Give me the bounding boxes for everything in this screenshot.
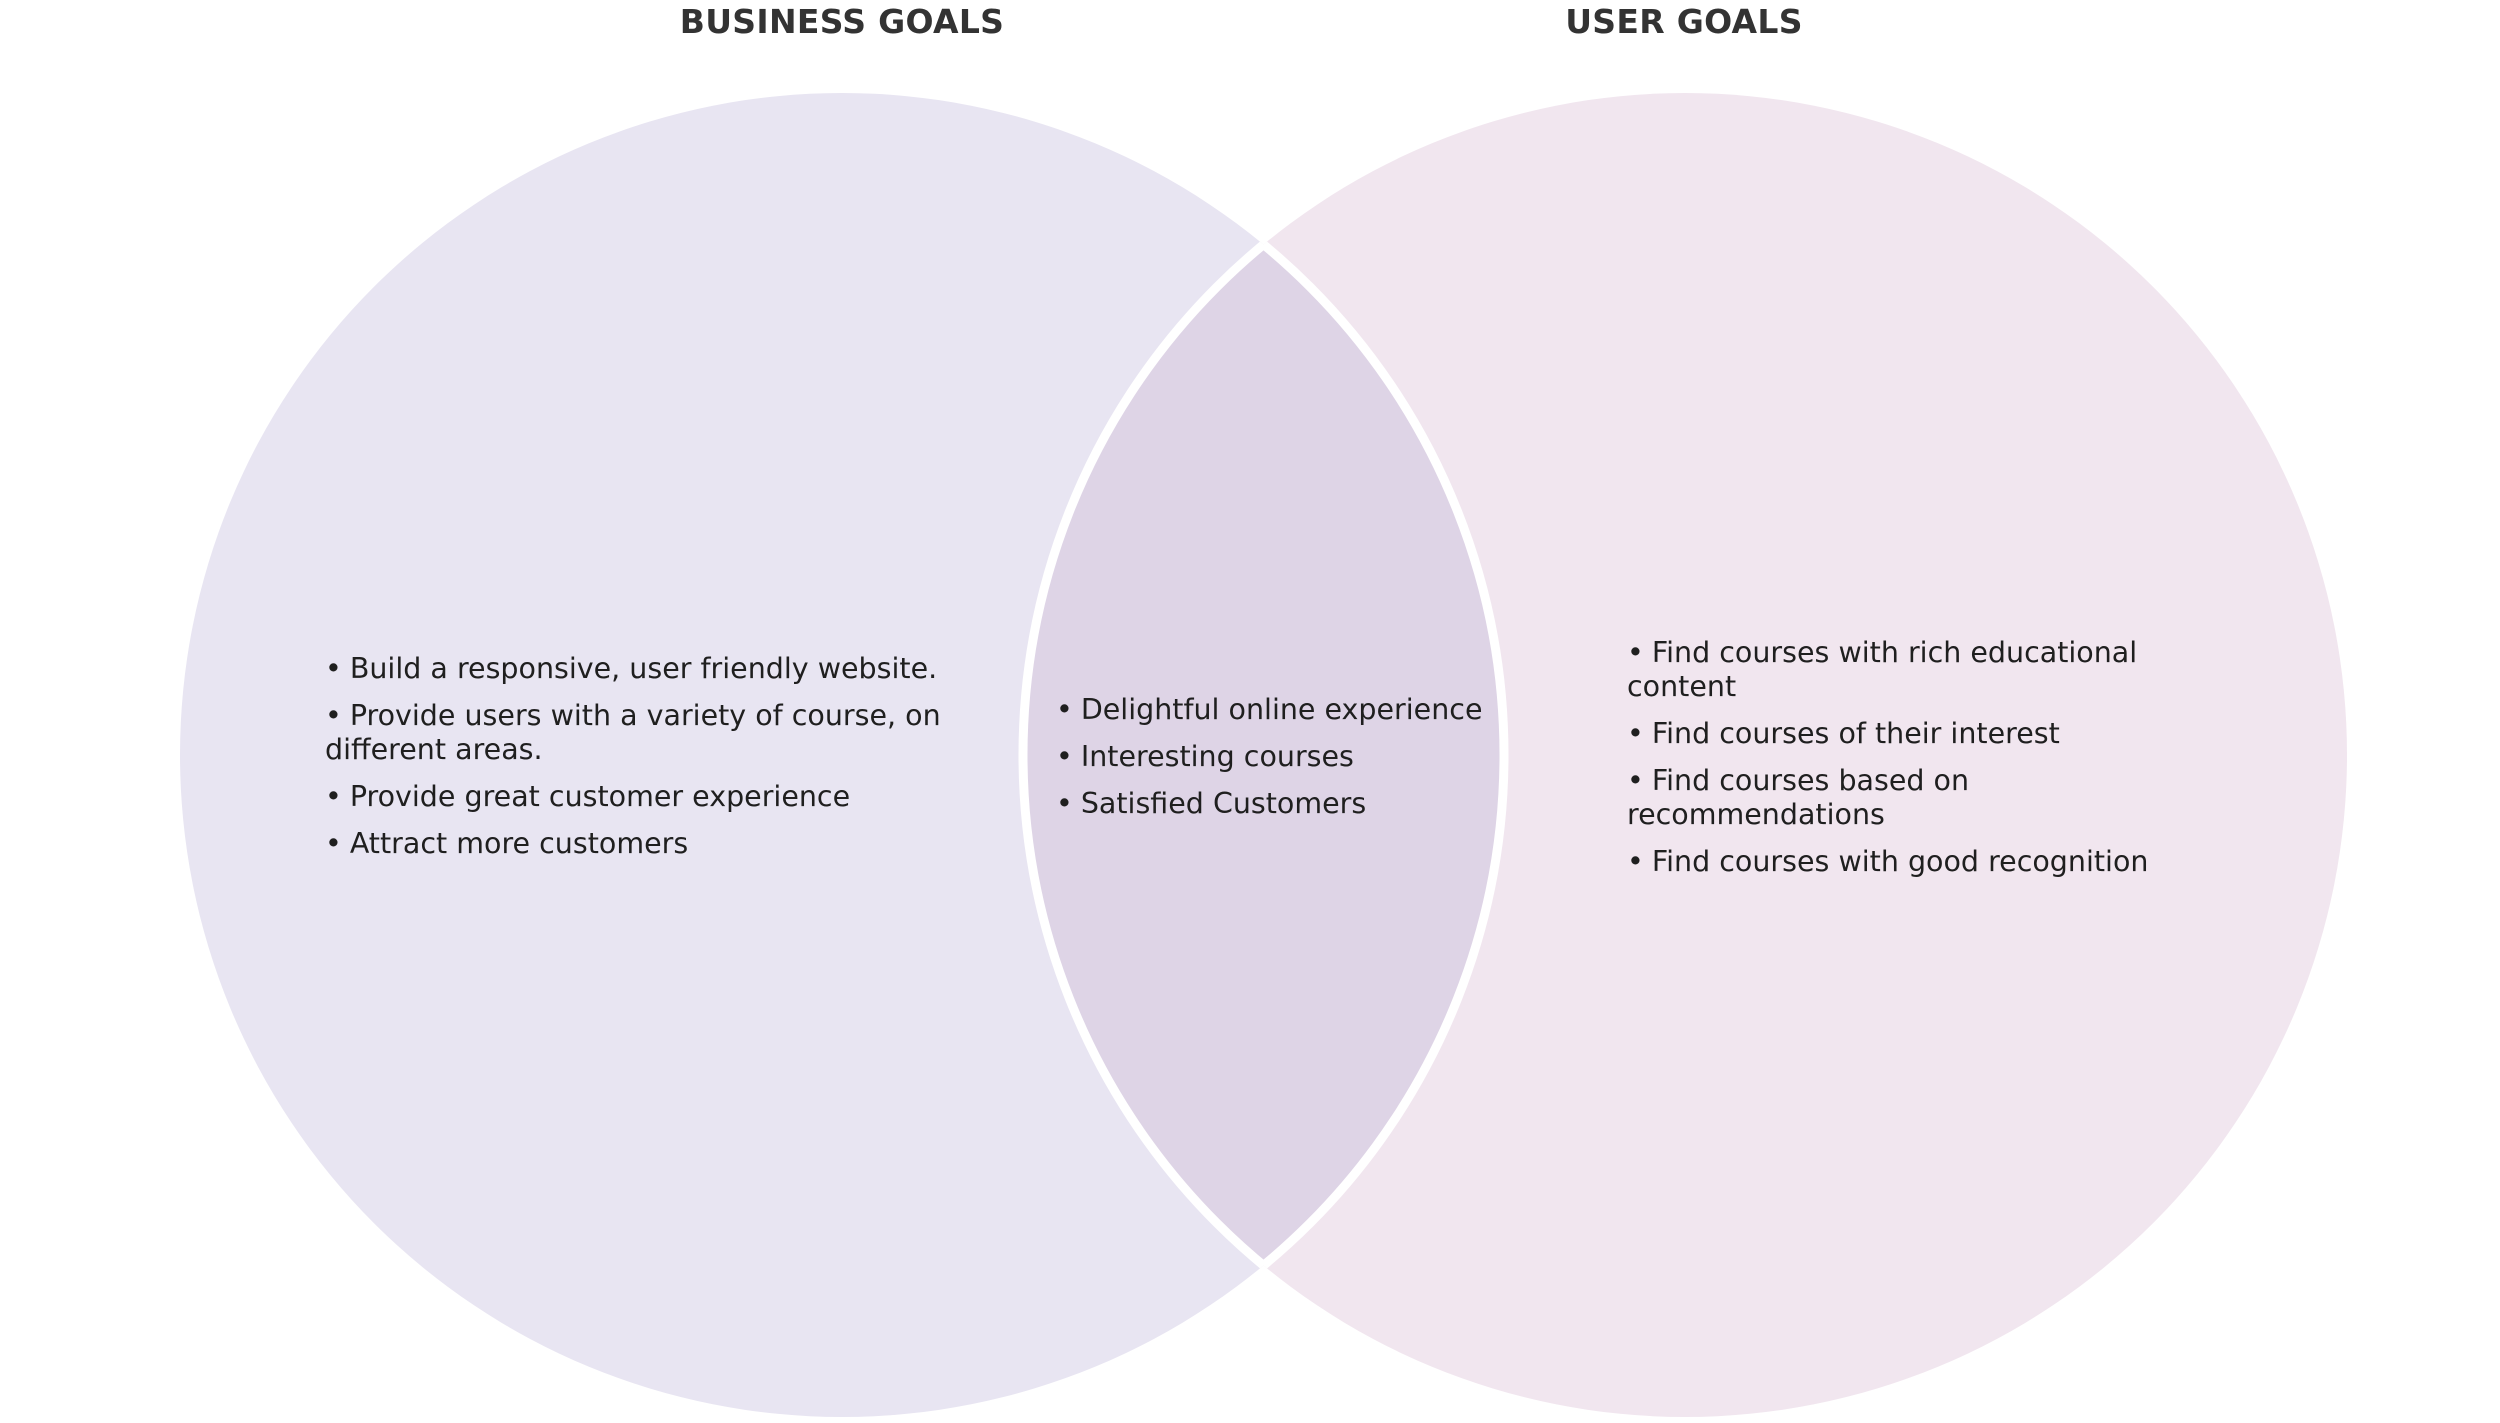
- business-circle-outline: [1023, 93, 1509, 1417]
- business-goal-text: Build a responsive, user friendly websit…: [349, 652, 938, 685]
- bullet-icon: •: [1627, 764, 1644, 797]
- user-goals-list: •Find courses with rich educational cont…: [1627, 636, 2187, 892]
- shared-goal-text: Satisfied Customers: [1080, 787, 1367, 820]
- list-item: •Interesting courses: [1056, 740, 1516, 774]
- list-item: •Find courses of their interest: [1627, 717, 2187, 751]
- list-item: •Find courses with rich educational cont…: [1627, 636, 2187, 704]
- bullet-icon: •: [1627, 636, 1644, 669]
- list-item: •Provide users with a variety of course,…: [325, 699, 965, 767]
- bullet-icon: •: [1627, 845, 1644, 878]
- list-item: •Build a responsive, user friendly websi…: [325, 652, 965, 686]
- shared-goal-text: Delightful online experience: [1080, 693, 1483, 726]
- bullet-icon: •: [1056, 787, 1073, 820]
- list-item: •Delightful online experience: [1056, 693, 1516, 727]
- business-goals-title: BUSINESS GOALS: [679, 2, 1005, 41]
- business-goals-list: •Build a responsive, user friendly websi…: [325, 652, 965, 874]
- user-goal-text: Find courses with rich educational conte…: [1627, 636, 2138, 703]
- bullet-icon: •: [1056, 740, 1073, 773]
- bullet-icon: •: [325, 780, 342, 813]
- list-item: •Provide great customer experience: [325, 780, 965, 814]
- list-item: •Find courses with good recognition: [1627, 845, 2187, 879]
- bullet-icon: •: [325, 827, 342, 860]
- bullet-icon: •: [325, 699, 342, 732]
- business-goal-text: Provide great customer experience: [349, 780, 851, 813]
- bullet-icon: •: [1056, 693, 1073, 726]
- bullet-icon: •: [1627, 717, 1644, 750]
- business-goal-text: Attract more customers: [349, 827, 689, 860]
- user-circle-outline: [1018, 93, 1504, 1417]
- overlap-region: [1023, 93, 1504, 1417]
- list-item: •Find courses based on recommendations: [1627, 764, 2187, 832]
- user-goal-text: Find courses with good recognition: [1651, 845, 2149, 878]
- user-goal-text: Find courses based on recommendations: [1627, 764, 1970, 831]
- user-goal-text: Find courses of their interest: [1651, 717, 2060, 750]
- list-item: •Attract more customers: [325, 827, 965, 861]
- user-goals-title: USER GOALS: [1565, 2, 1803, 41]
- shared-goal-text: Interesting courses: [1080, 740, 1354, 773]
- shared-goals-list: •Delightful online experience •Interesti…: [1056, 693, 1516, 834]
- business-goal-text: Provide users with a variety of course, …: [325, 699, 941, 766]
- bullet-icon: •: [325, 652, 342, 685]
- list-item: •Satisfied Customers: [1056, 787, 1516, 821]
